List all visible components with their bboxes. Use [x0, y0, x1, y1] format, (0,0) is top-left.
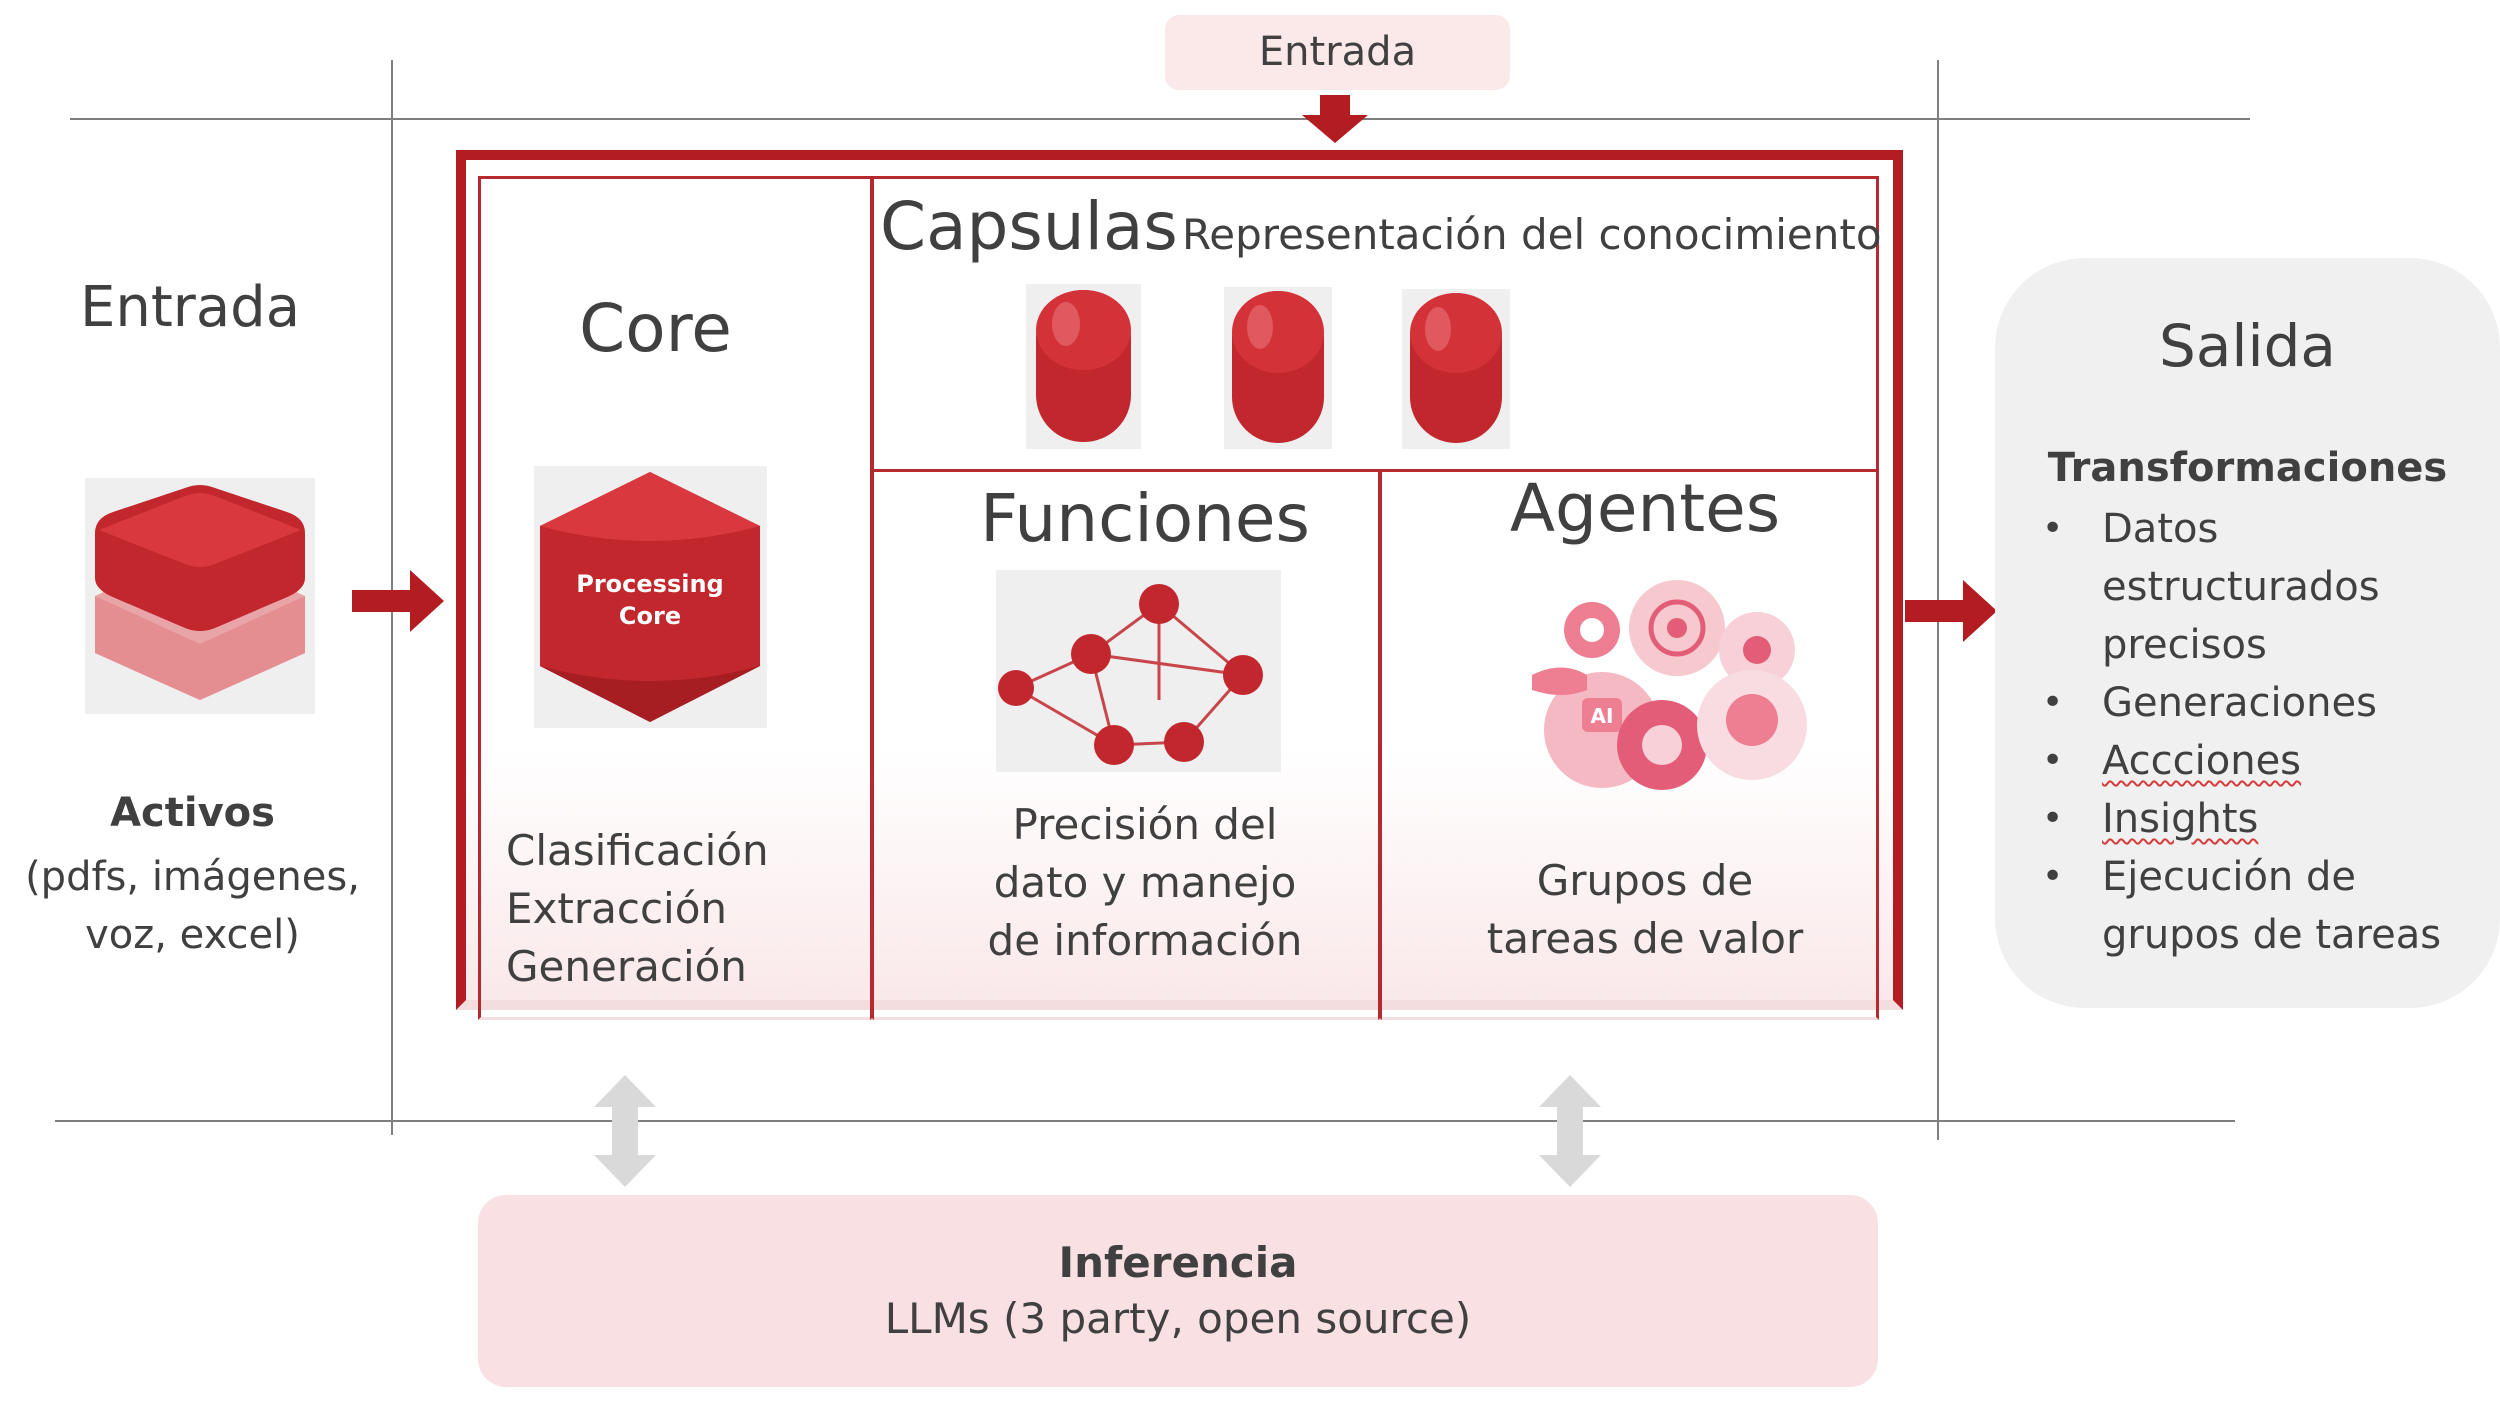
output-item: Ejecución de grupos de tareas — [2042, 848, 2482, 964]
output-item: Accciones — [2042, 732, 2482, 790]
capsulas-subtitle: Representación del conocimiento — [1182, 210, 1882, 259]
output-title: Salida — [2159, 312, 2336, 380]
assets-icon — [85, 478, 315, 714]
assets-desc: (pdfs, imágenes, voz, excel) — [20, 848, 365, 964]
bottom-horizontal-line — [55, 1120, 2235, 1122]
agentes-title: Agentes — [1509, 470, 1781, 547]
funciones-desc-line-3: de información — [987, 916, 1303, 965]
core-line-3: Generación — [506, 942, 747, 991]
funciones-desc-line-1: Precisión del — [1012, 800, 1278, 849]
top-input-label: Entrada — [1258, 29, 1417, 75]
svg-text:AI: AI — [1591, 704, 1614, 728]
output-item: Insights — [2042, 790, 2482, 848]
output-list: Datos estructurados precisos Generacione… — [2042, 500, 2482, 964]
core-line-1: Clasificación — [506, 826, 769, 875]
left-input-title: Entrada — [79, 275, 301, 340]
core-title: Core — [579, 290, 732, 367]
agentes-desc: Grupos de tareas de valor — [1400, 852, 1890, 968]
processing-core-icon: Processing Core — [534, 466, 767, 728]
agentes-panel — [1378, 469, 1879, 1020]
capsule-icon — [1026, 284, 1141, 449]
capsulas-title: Capsulas — [880, 188, 1178, 265]
ai-agents-icon: AI — [1532, 580, 1812, 800]
agentes-desc-line-1: Grupos de — [1536, 856, 1754, 905]
assets-desc-line-2: voz, excel) — [85, 912, 300, 958]
core-capabilities: Clasificación Extracción Generación — [506, 822, 806, 996]
output-subtitle: Transformaciones — [2047, 445, 2448, 491]
inference-panel — [478, 1195, 1878, 1387]
agentes-desc-line-2: tareas de valor — [1486, 914, 1804, 963]
top-input-pill: Entrada — [1165, 15, 1510, 90]
processing-core-text-1: Processing — [576, 570, 723, 598]
inference-title: Inferencia — [1058, 1238, 1298, 1287]
inference-desc: LLMs (3 party, open source) — [884, 1294, 1472, 1343]
funciones-desc: Precisión del dato y manejo de informaci… — [935, 796, 1355, 970]
assets-title: Activos — [110, 790, 275, 836]
network-graph-icon — [996, 570, 1281, 772]
funciones-title: Funciones — [980, 480, 1310, 557]
core-line-2: Extracción — [506, 884, 728, 933]
assets-desc-line-1: (pdfs, imágenes, — [25, 854, 360, 900]
right-arrow-icon — [352, 570, 444, 632]
down-arrow-icon — [1302, 95, 1368, 143]
output-item: Generaciones — [2042, 674, 2482, 732]
output-item: Datos estructurados precisos — [2042, 500, 2482, 674]
processing-core-text-2: Core — [619, 602, 681, 630]
top-horizontal-line — [70, 118, 2250, 120]
funciones-desc-line-2: dato y manejo — [993, 858, 1297, 907]
right-arrow-icon — [1905, 580, 1997, 642]
capsule-icon — [1224, 287, 1332, 449]
bidirectional-arrow-icon — [1539, 1075, 1601, 1187]
bidirectional-arrow-icon — [594, 1075, 656, 1187]
capsule-icon — [1402, 289, 1510, 449]
